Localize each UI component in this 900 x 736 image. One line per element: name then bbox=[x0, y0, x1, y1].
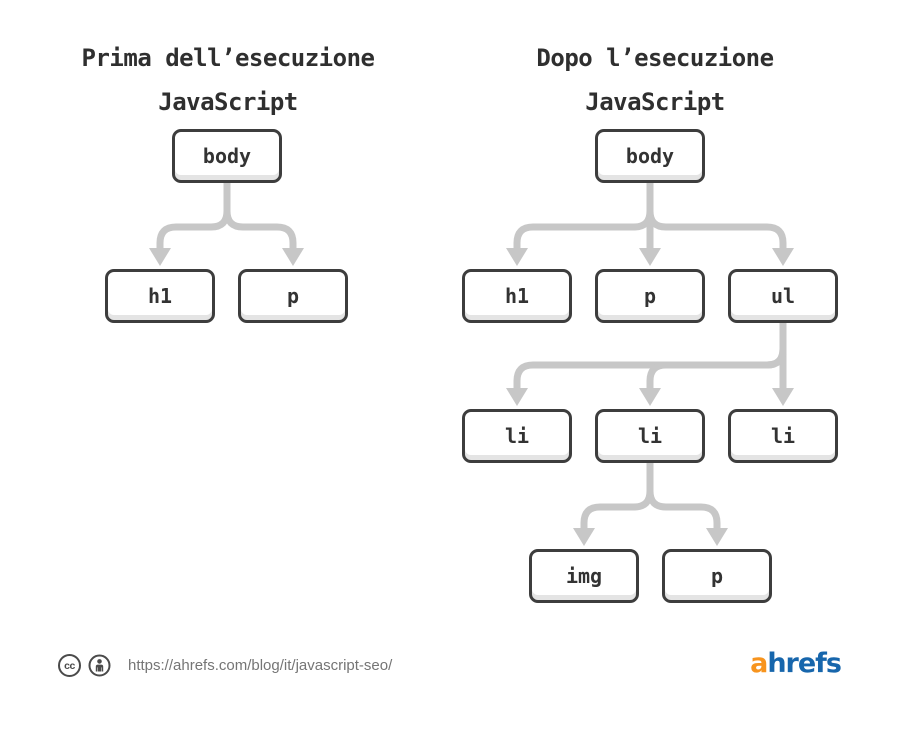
arrowhead-icon bbox=[282, 248, 304, 266]
footer-license: cc https://ahrefs.com/blog/it/javascript… bbox=[58, 654, 392, 677]
node-right-body: body bbox=[595, 129, 705, 183]
ahrefs-logo: ahrefs bbox=[750, 648, 842, 679]
node-right-li3: li bbox=[728, 409, 838, 463]
left-title-line2: JavaScript bbox=[158, 88, 298, 116]
node-right-li2: li bbox=[595, 409, 705, 463]
arrowhead-icon bbox=[706, 528, 728, 546]
cc-icon: cc bbox=[58, 654, 81, 677]
edge-left-body-h1 bbox=[156, 183, 231, 249]
edge-li2-img bbox=[580, 463, 654, 529]
node-left-h1: h1 bbox=[105, 269, 215, 323]
ahrefs-logo-hrefs: hrefs bbox=[767, 648, 842, 679]
node-right-p2: p bbox=[662, 549, 772, 603]
right-title-line2: JavaScript bbox=[585, 88, 725, 116]
node-left-body: body bbox=[172, 129, 282, 183]
arrowhead-icon bbox=[639, 248, 661, 266]
node-right-p: p bbox=[595, 269, 705, 323]
arrowhead-icon bbox=[639, 388, 661, 406]
arrowhead-icon bbox=[149, 248, 171, 266]
ahrefs-logo-a: a bbox=[750, 648, 768, 679]
arrowhead-icon bbox=[506, 248, 528, 266]
arrowhead-icon bbox=[573, 528, 595, 546]
right-diagram-title: Dopo l’esecuzione JavaScript bbox=[455, 36, 855, 124]
source-url: https://ahrefs.com/blog/it/javascript-se… bbox=[128, 657, 393, 674]
left-title-line1: Prima dell’esecuzione bbox=[81, 44, 375, 72]
node-right-img: img bbox=[529, 549, 639, 603]
arrowhead-icon bbox=[772, 388, 794, 406]
edge-left-body-p bbox=[223, 183, 297, 249]
arrowhead-icon bbox=[772, 248, 794, 266]
node-right-h1: h1 bbox=[462, 269, 572, 323]
edge-right-body-h1 bbox=[513, 183, 654, 249]
edge-li2-p bbox=[646, 463, 721, 529]
arrowhead-icon bbox=[506, 388, 528, 406]
node-left-p: p bbox=[238, 269, 348, 323]
edge-ul-li2 bbox=[646, 323, 787, 389]
node-right-li1: li bbox=[462, 409, 572, 463]
edge-right-body-ul bbox=[646, 183, 787, 249]
left-diagram-title: Prima dell’esecuzione JavaScript bbox=[28, 36, 428, 124]
right-title-line1: Dopo l’esecuzione bbox=[536, 44, 774, 72]
attribution-person-icon bbox=[88, 654, 111, 677]
node-right-ul: ul bbox=[728, 269, 838, 323]
